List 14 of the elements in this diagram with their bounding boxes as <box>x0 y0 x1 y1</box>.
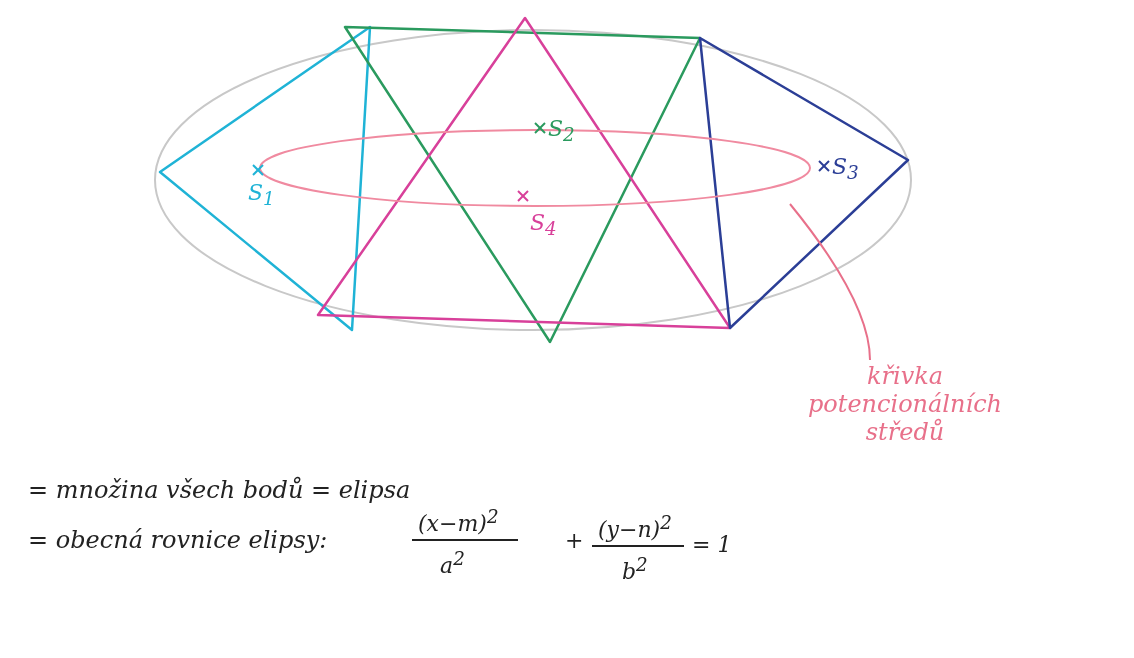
numerator: (x−m)$^{2}$ <box>418 506 499 537</box>
centre-label: S$_{3}$ <box>832 154 859 184</box>
denominator: b$^{2}$ <box>622 554 648 585</box>
centre-label: S$_{2}$ <box>548 116 575 146</box>
equals-one: = 1 <box>692 532 732 557</box>
centre-label: S$_{1}$ <box>248 180 275 210</box>
centre-label: S$_{4}$ <box>530 210 557 240</box>
leader-line <box>789 203 871 361</box>
numerator: (y−n)$^{2}$ <box>598 512 672 543</box>
curve-caption: křivka potencionálních středů <box>800 362 1010 446</box>
statement-text: = obecná rovnice elipsy: <box>28 526 328 554</box>
statement-text: = množina všech bodů = elipsa <box>28 476 411 504</box>
denominator: a$^{2}$ <box>440 548 465 579</box>
plus-sign: + <box>565 528 584 553</box>
